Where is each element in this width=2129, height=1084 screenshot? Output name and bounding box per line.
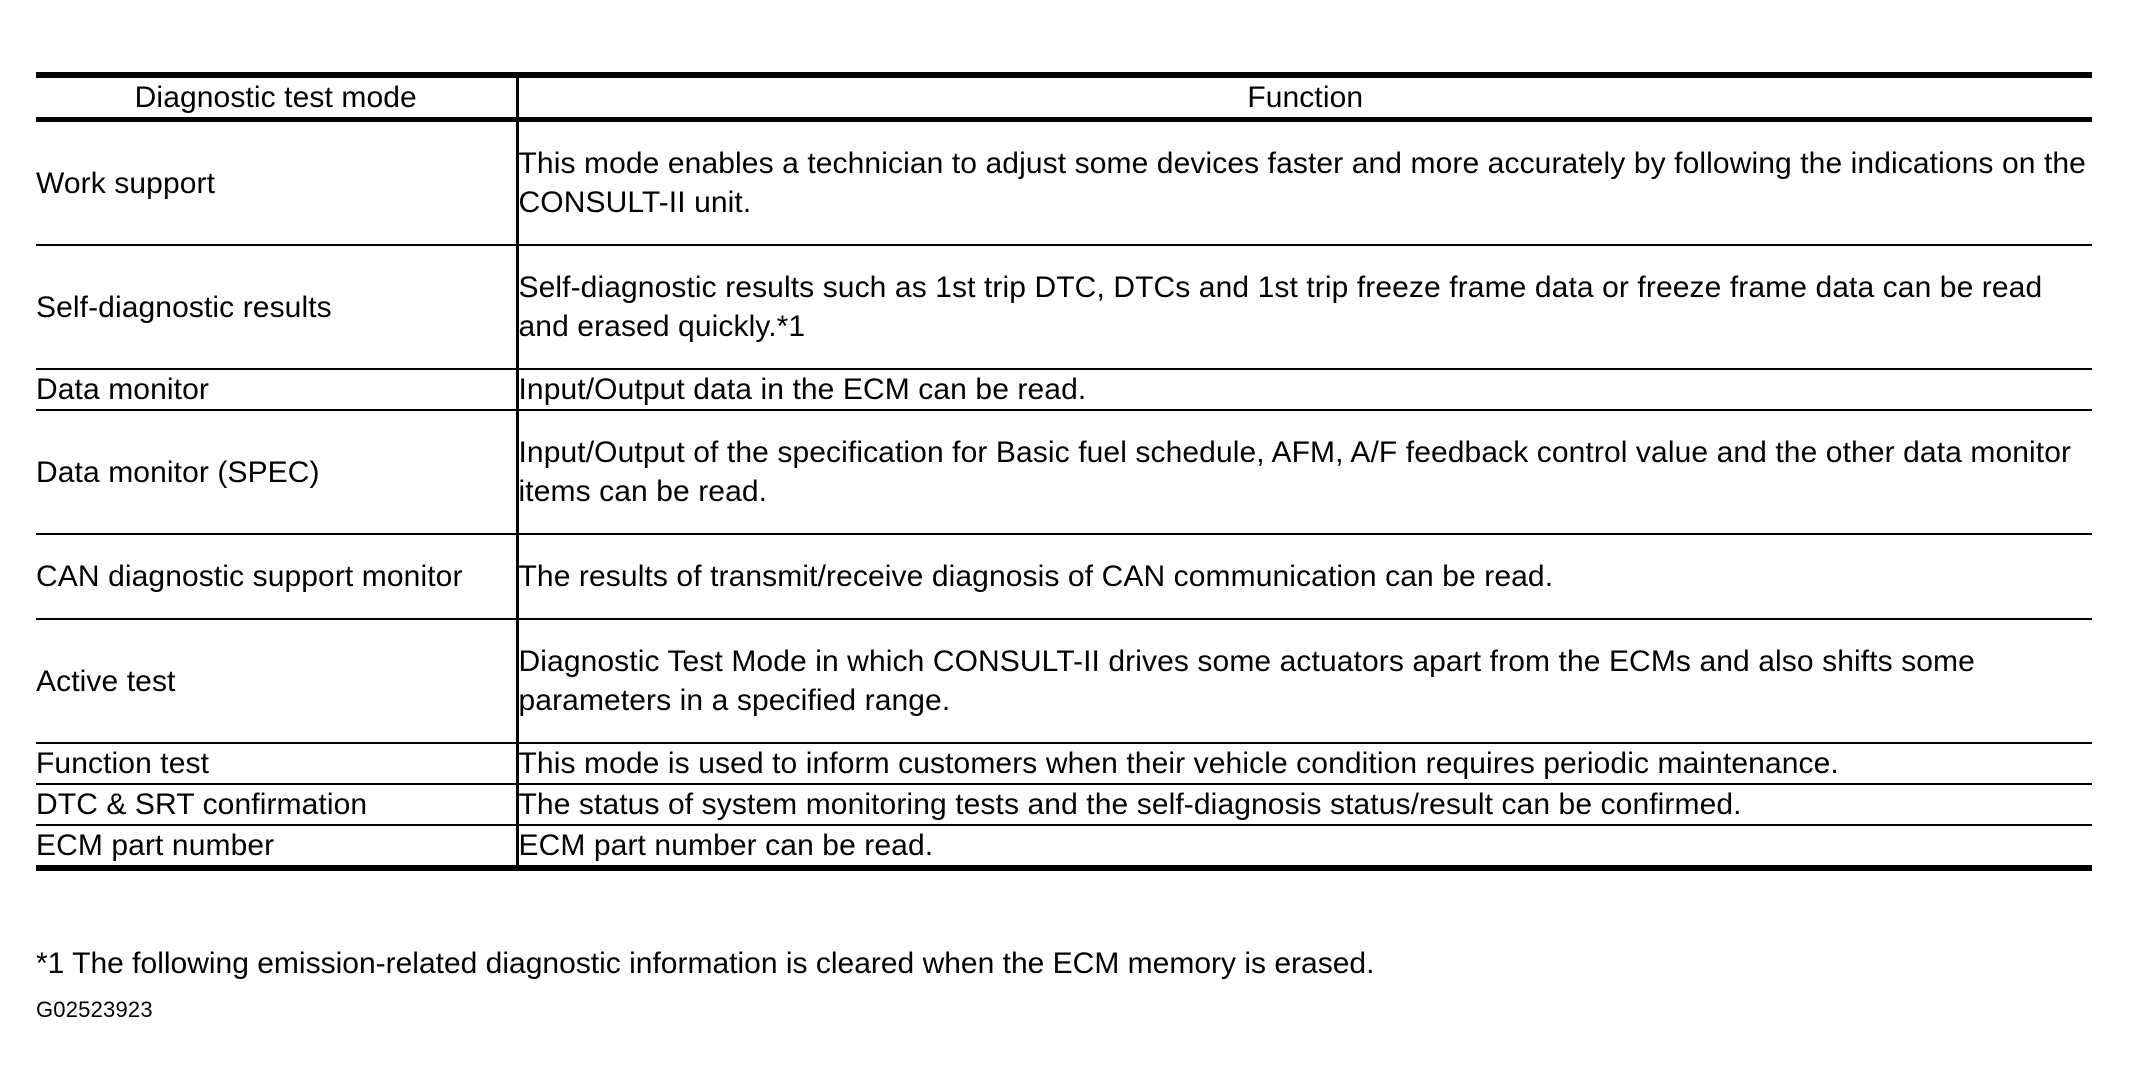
cell-function: Self-diagnostic results such as 1st trip… xyxy=(517,244,2092,370)
diagnostic-test-mode-table: Diagnostic test mode Function Work suppo… xyxy=(36,72,2092,871)
table-footnote: *1 The following emission-related diagno… xyxy=(36,947,1375,980)
cell-test-mode: Function test xyxy=(36,742,519,785)
table-row: CAN diagnostic support monitor The resul… xyxy=(36,533,2092,620)
figure-reference-code: G02523923 xyxy=(36,997,153,1022)
table-row: Data monitor Input/Output data in the EC… xyxy=(36,368,2092,411)
diagnostic-test-mode-table-wrapper: Diagnostic test mode Function Work suppo… xyxy=(36,72,2092,871)
table-row: Self-diagnostic results Self-diagnostic … xyxy=(36,244,2092,370)
table-row: DTC & SRT confirmation The status of sys… xyxy=(36,783,2092,826)
table-row: Active test Diagnostic Test Mode in whic… xyxy=(36,618,2092,744)
cell-function: The results of transmit/receive diagnosi… xyxy=(517,533,2092,620)
cell-test-mode: Work support xyxy=(36,118,519,246)
table-header-row: Diagnostic test mode Function xyxy=(36,72,2092,122)
cell-test-mode: ECM part number xyxy=(36,824,519,871)
table-row: Data monitor (SPEC) Input/Output of the … xyxy=(36,409,2092,535)
cell-test-mode: CAN diagnostic support monitor xyxy=(36,533,519,620)
table-header: Diagnostic test mode Function xyxy=(36,72,2092,122)
cell-function: ECM part number can be read. xyxy=(517,824,2092,871)
cell-test-mode: Data monitor (SPEC) xyxy=(36,409,519,535)
cell-function: Input/Output of the specification for Ba… xyxy=(517,409,2092,535)
cell-test-mode: Data monitor xyxy=(36,368,519,411)
cell-function: The status of system monitoring tests an… xyxy=(517,783,2092,826)
table-row: Work support This mode enables a technic… xyxy=(36,118,2092,246)
table-row: ECM part number ECM part number can be r… xyxy=(36,824,2092,871)
cell-test-mode: Active test xyxy=(36,618,519,744)
column-header-diagnostic-test-mode: Diagnostic test mode xyxy=(36,72,519,122)
cell-test-mode: Self-diagnostic results xyxy=(36,244,519,370)
table-body: Work support This mode enables a technic… xyxy=(36,118,2092,871)
column-header-function: Function xyxy=(517,72,2092,122)
cell-function: Input/Output data in the ECM can be read… xyxy=(517,368,2092,411)
table-row: Function test This mode is used to infor… xyxy=(36,742,2092,785)
cell-function: This mode enables a technician to adjust… xyxy=(517,118,2092,246)
cell-function: This mode is used to inform customers wh… xyxy=(517,742,2092,785)
cell-function: Diagnostic Test Mode in which CONSULT-II… xyxy=(517,618,2092,744)
cell-test-mode: DTC & SRT confirmation xyxy=(36,783,519,826)
